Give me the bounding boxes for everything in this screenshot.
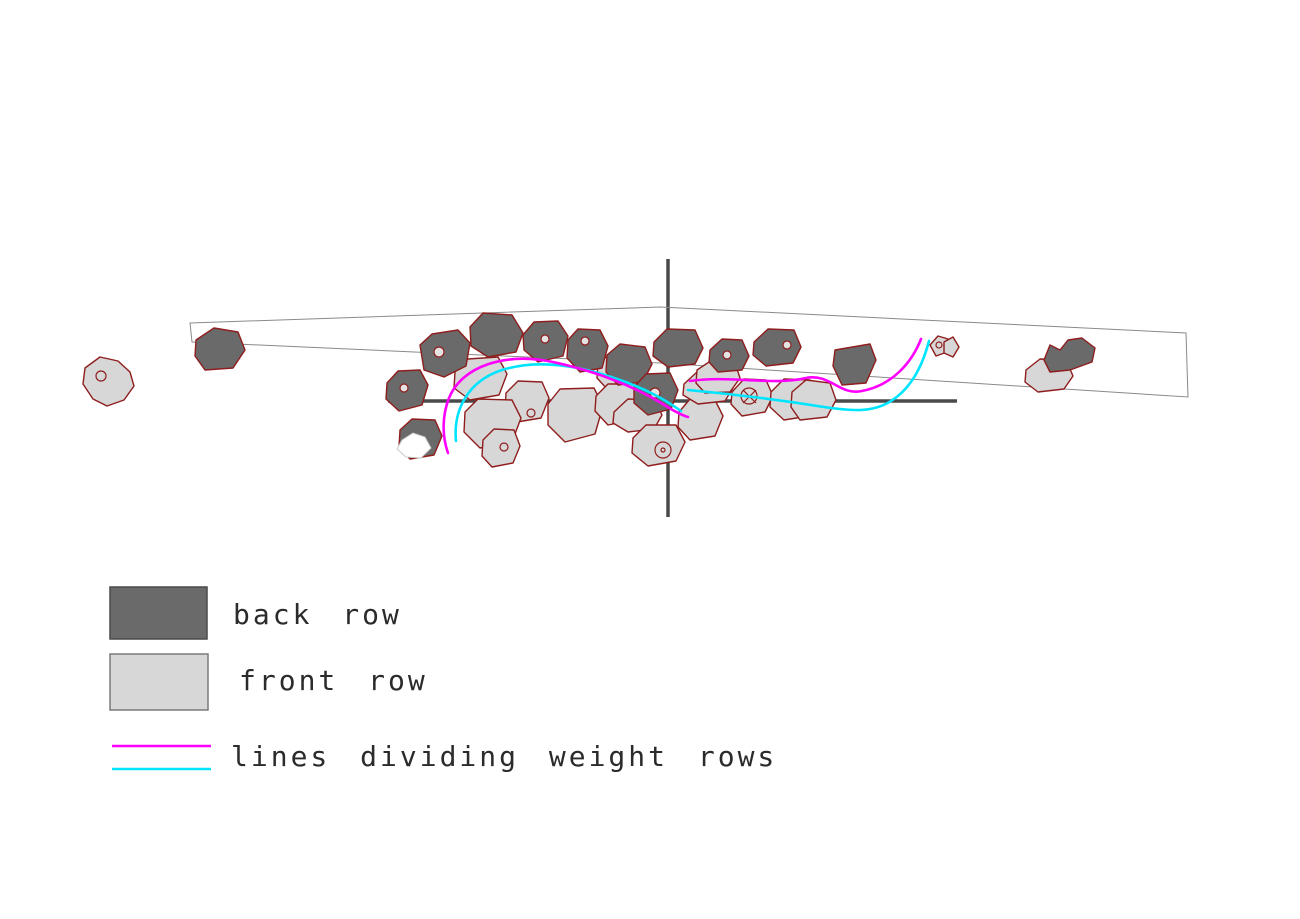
cyan-divider-line [686, 339, 931, 412]
back-row-stone-hole [782, 340, 792, 350]
back-row-stone [832, 343, 877, 386]
front-row-stone [943, 336, 960, 358]
back-row-stone [1043, 337, 1096, 373]
legend-front-row-swatch [109, 653, 209, 711]
front-row-stone-hole [654, 441, 672, 459]
legend: back row front row lines dividing weight… [109, 586, 777, 773]
cyan-divider-line [454, 363, 683, 443]
back-row-stone [752, 328, 802, 367]
legend-back-row-label: back row [233, 598, 402, 631]
back-row-stone-hole [399, 383, 409, 393]
front-row-stone-hole [95, 370, 107, 382]
front-row-stone [82, 356, 135, 407]
front-row-stone [481, 428, 521, 468]
front-row-stone [631, 424, 686, 467]
magenta-divider-line [442, 357, 690, 455]
back-row-stone [566, 328, 609, 373]
front-row-stone [453, 356, 508, 401]
trench-outline-layer [189, 306, 1189, 398]
front-row-stone-hole [660, 447, 666, 453]
accent-layer [396, 432, 432, 459]
back-row-stone [419, 329, 471, 378]
front-row-stone-hole [935, 341, 943, 349]
back-row-stone [194, 327, 246, 371]
back-row-stone [605, 343, 653, 386]
legend-dividers-label: lines dividing weight rows [231, 740, 777, 773]
back-row-stone-hole [722, 350, 732, 360]
weight-row-divider-layer [442, 337, 931, 455]
magenta-divider-line [688, 337, 923, 393]
legend-back-row-swatch [109, 586, 208, 640]
back-row-stone-hole [580, 336, 590, 346]
front-row-stone-hole [499, 442, 509, 452]
front-row-stone [677, 398, 724, 441]
back-row-stone [652, 328, 704, 368]
back-row-stone-hole [540, 334, 550, 344]
legend-front-row-label: front row [239, 664, 428, 697]
front-row-stone [547, 387, 604, 443]
trench-outline [189, 306, 1189, 398]
front-row-stone-hole [526, 408, 536, 418]
back-row-stone [469, 312, 524, 358]
accent-blob [396, 432, 432, 459]
back-row-stone-hole [433, 346, 445, 358]
